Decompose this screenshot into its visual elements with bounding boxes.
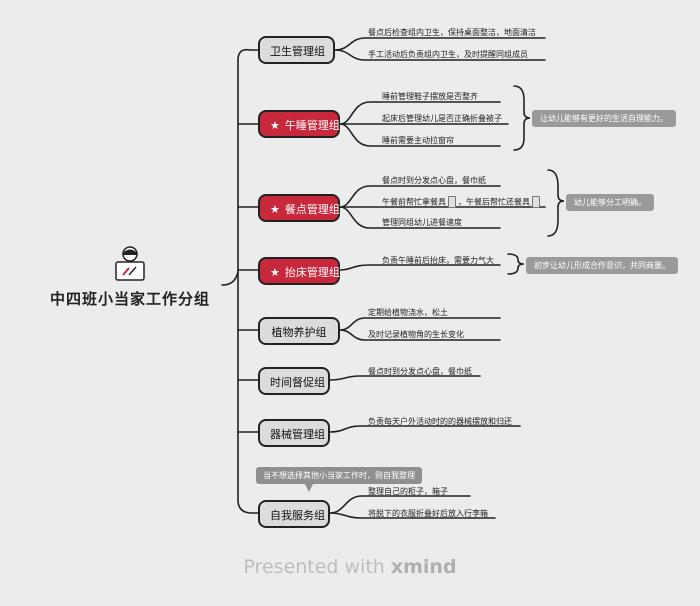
topic-label: 餐点管理组 bbox=[284, 203, 340, 216]
star-icon: ★ bbox=[270, 203, 280, 216]
attachment-icon bbox=[448, 196, 456, 208]
topic-plants[interactable]: 植物养护组 bbox=[258, 317, 340, 345]
leaf-bed-1: 负责午睡前后抬床，需要力气大 bbox=[382, 256, 494, 265]
leaf-meal-3: 管理同组幼儿进餐速度 bbox=[382, 218, 462, 227]
leaf-meal-2: 午餐前帮忙拿餐具 ，午餐后帮忙还餐具 bbox=[382, 196, 542, 208]
topic-meal[interactable]: ★ 餐点管理组 bbox=[258, 194, 340, 222]
attachment-icon bbox=[532, 196, 540, 208]
topic-time[interactable]: 时间督促组 bbox=[258, 367, 330, 395]
topic-label: 卫生管理组 bbox=[270, 45, 325, 58]
leaf-plants-1: 定期给植物浇水，松土 bbox=[368, 308, 448, 317]
leaf-meal-2b: ，午餐后帮忙还餐具 bbox=[458, 197, 530, 207]
summary-bed[interactable]: 初步让幼儿形成合作意识，共同商量。 bbox=[526, 257, 678, 274]
topic-equipment[interactable]: 器械管理组 bbox=[258, 419, 330, 447]
callout-self-service[interactable]: 当不想选择其他小当家工作时，则自我整理 bbox=[256, 467, 422, 484]
leaf-hygiene-1: 餐点后检查组内卫生，保持桌面整洁，地面清洁 bbox=[368, 28, 536, 37]
topic-label: 植物养护组 bbox=[271, 326, 327, 339]
topic-bed[interactable]: ★ 抬床管理组 bbox=[258, 257, 340, 285]
topic-label: 时间督促组 bbox=[270, 376, 325, 389]
teacher-avatar-icon bbox=[112, 246, 148, 282]
footer-prefix: Presented with bbox=[243, 556, 391, 578]
leaf-self-2: 将脱下的衣服折叠好后放入行李箱 bbox=[368, 509, 488, 518]
star-icon: ★ bbox=[270, 266, 280, 279]
leaf-plants-2: 及时记录植物角的生长变化 bbox=[368, 330, 464, 339]
topic-label: 自我服务组 bbox=[270, 509, 325, 522]
topic-label: 午睡管理组 bbox=[284, 119, 340, 132]
topic-nap[interactable]: ★ 午睡管理组 bbox=[258, 110, 340, 138]
leaf-nap-3: 睡前需要主动拉窗帘 bbox=[382, 136, 454, 145]
star-icon: ★ bbox=[270, 119, 280, 132]
topic-label: 器械管理组 bbox=[270, 428, 325, 441]
topic-label: 抬床管理组 bbox=[284, 266, 340, 279]
topic-hygiene[interactable]: 卫生管理组 bbox=[258, 36, 335, 64]
topic-self-service[interactable]: 自我服务组 bbox=[258, 500, 330, 528]
leaf-nap-2: 起床后管理幼儿是否正确折叠被子 bbox=[382, 114, 502, 123]
leaf-nap-1: 睡前管理鞋子摆放是否整齐 bbox=[382, 92, 478, 101]
leaf-self-1: 整理自己的柜子，箱子 bbox=[368, 487, 448, 496]
summary-nap[interactable]: 让幼儿能够有更好的生活自理能力。 bbox=[532, 110, 676, 127]
leaf-hygiene-2: 手工活动后负责组内卫生，及时提醒同组成员 bbox=[368, 50, 528, 59]
root-title: 中四班小当家工作分组 bbox=[49, 290, 210, 308]
footer: Presented with xmind bbox=[0, 556, 700, 578]
leaf-equipment-1: 负责每天户外活动时的的器械摆放和归还 bbox=[368, 417, 512, 426]
leaf-meal-1: 餐点时到分发点心盘，餐巾纸 bbox=[382, 176, 486, 185]
leaf-time-1: 餐点时到分发点心盘，餐巾纸 bbox=[368, 367, 472, 376]
root-topic[interactable]: 中四班小当家工作分组 bbox=[42, 246, 218, 309]
xmind-logo: xmind bbox=[390, 556, 457, 578]
leaf-meal-2a: 午餐前帮忙拿餐具 bbox=[382, 197, 446, 207]
summary-meal[interactable]: 幼儿能够分工明确。 bbox=[566, 194, 654, 211]
